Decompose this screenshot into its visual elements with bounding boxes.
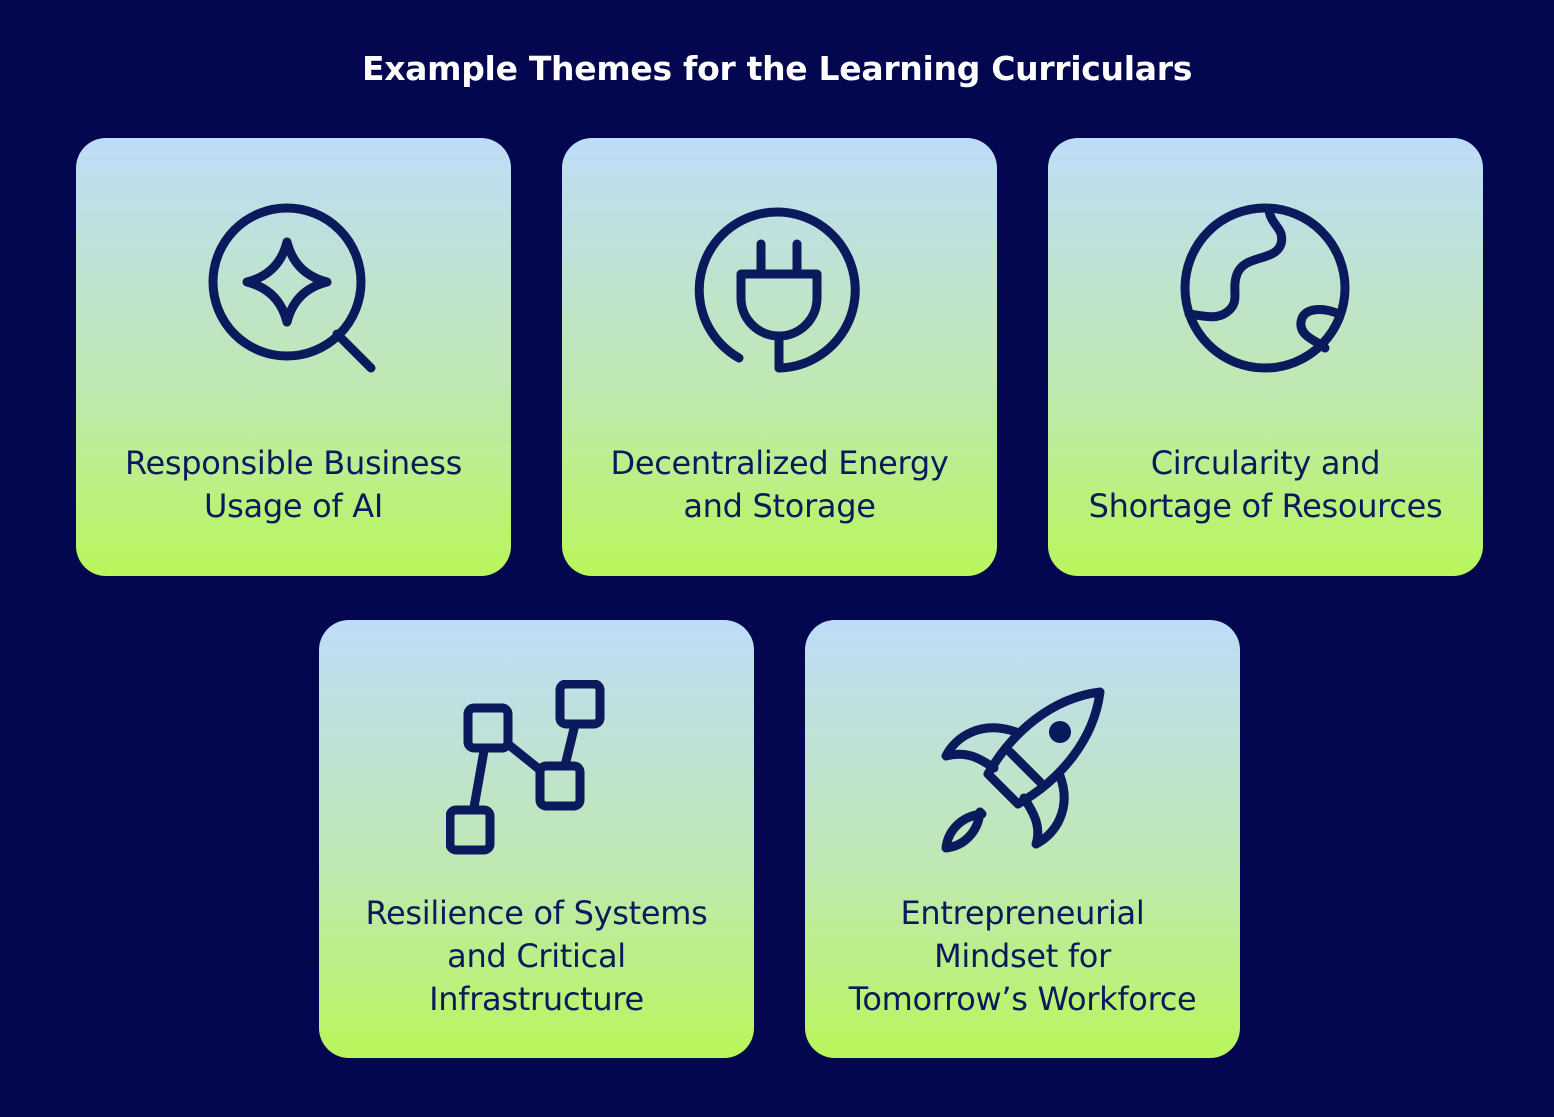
rocket-icon [932, 680, 1112, 860]
theme-card-responsible-ai: Responsible Business Usage of AI [76, 138, 511, 576]
theme-label: Resilience of Systems and Critical Infra… [365, 894, 708, 1018]
network-nodes-icon [446, 680, 626, 860]
theme-card-entrepreneurial: Entrepreneurial Mindset for Tomorrow’s W… [805, 620, 1240, 1058]
theme-label: Entrepreneurial Mindset for Tomorrow’s W… [848, 894, 1197, 1018]
search-sparkle-icon [203, 198, 383, 378]
theme-card-resilience: Resilience of Systems and Critical Infra… [319, 620, 754, 1058]
page-title: Example Themes for the Learning Curricul… [361, 49, 1193, 88]
theme-card-circularity: Circularity and Shortage of Resources [1048, 138, 1483, 576]
power-plug-icon [689, 198, 869, 378]
theme-card-decentralized-energy: Decentralized Energy and Storage [562, 138, 997, 576]
theme-label: Circularity and Shortage of Resources [1088, 444, 1443, 525]
globe-icon [1175, 198, 1355, 378]
theme-label: Decentralized Energy and Storage [610, 444, 949, 525]
theme-label: Responsible Business Usage of AI [124, 444, 463, 525]
